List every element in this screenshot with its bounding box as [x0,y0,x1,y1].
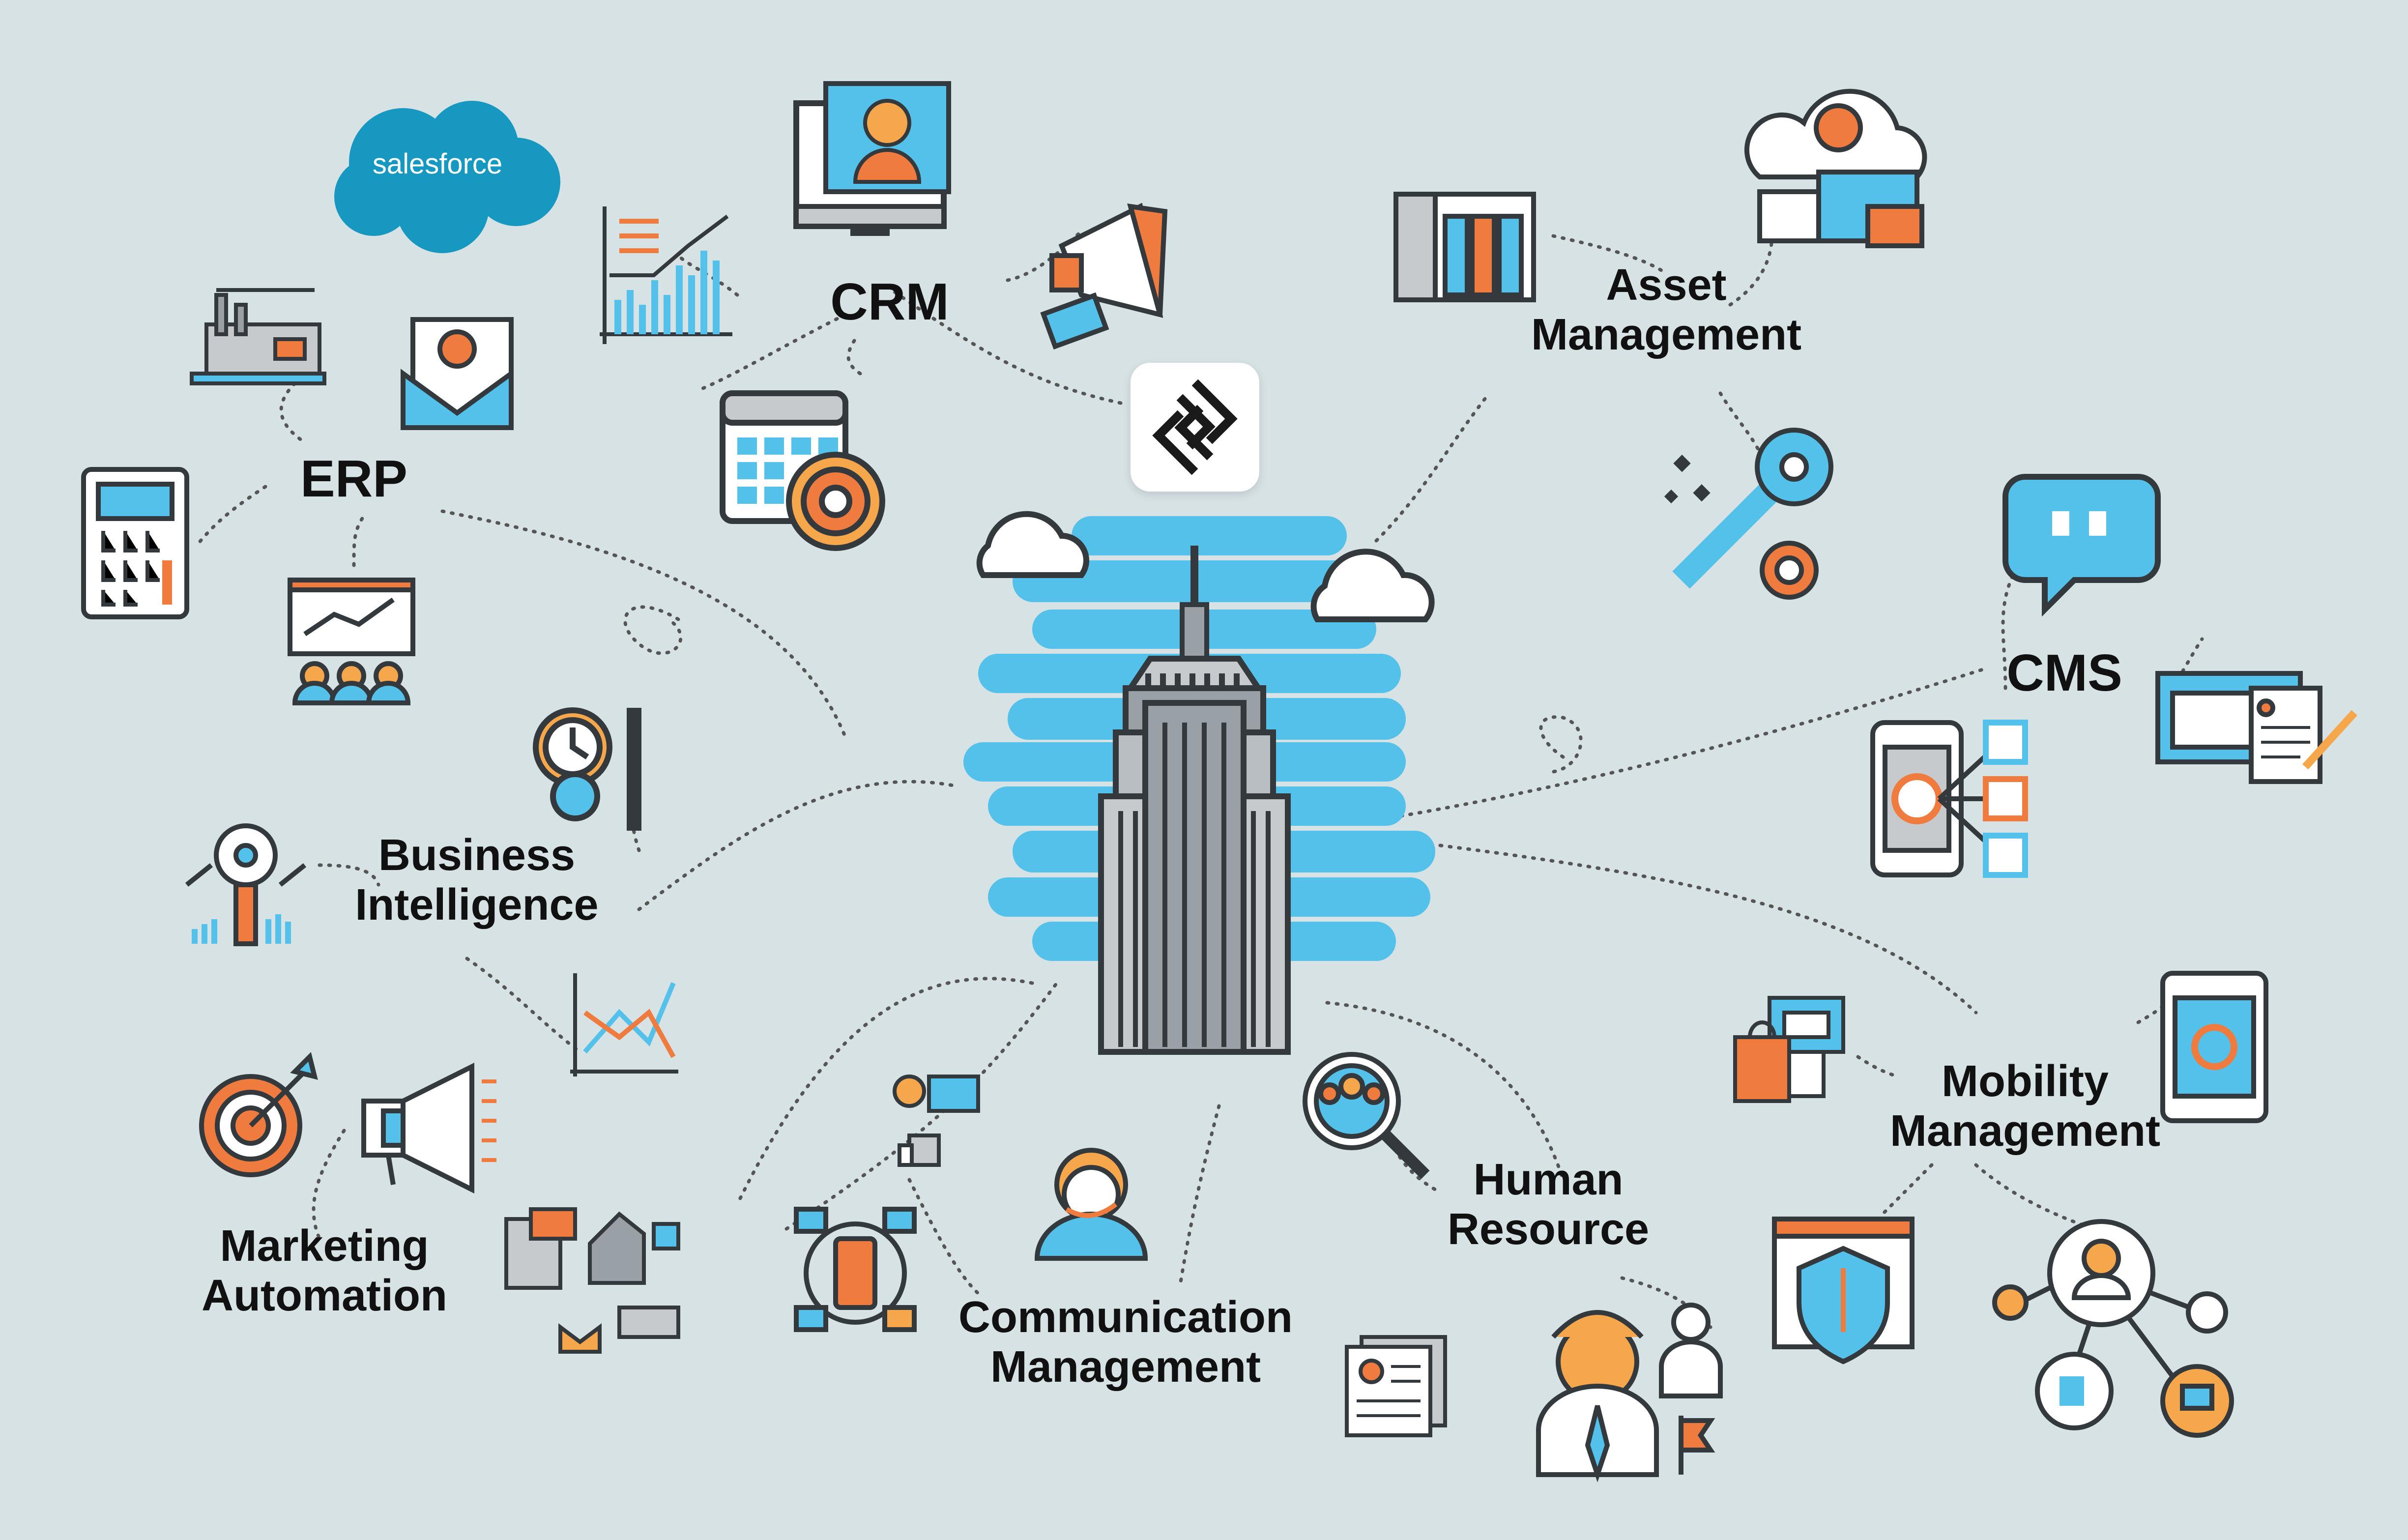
calculator-icon [81,467,189,619]
cloud-devices-icon [1744,88,1927,248]
connector-lines [195,175,2204,1329]
businessman-icon [1536,1303,1723,1482]
data-analysis-icon [185,823,307,946]
id-cards-icon [1345,1335,1447,1437]
line-chart-icon [570,973,678,1076]
cloud-icon [976,511,1435,622]
shopping-bags-icon [1733,996,1845,1103]
platform-logo-mark [1152,379,1238,475]
platform-logo-tile [1131,363,1259,492]
quote-bubble-icon [2002,474,2161,617]
label-business-intelligence: Business Intelligence [355,831,599,930]
presentation-icon [288,578,415,705]
marketing-collage-icon [504,1207,680,1354]
megaphone-icon [1040,203,1168,350]
clock-wrench-icon [533,707,641,831]
key-gear-icon [1664,428,1833,600]
label-communication-management: Communication Management [958,1293,1293,1392]
email-settings-icon [401,317,514,430]
skyscraper-icon [963,511,1435,1055]
salesforce-wordmark: salesforce [372,148,503,180]
browser-document-icon [2155,671,2357,784]
label-crm: CRM [830,273,949,331]
label-asset-management: Asset Management [1531,261,1802,359]
social-network-icon [1992,1219,2234,1438]
salesforce-logo-icon [334,101,560,253]
marketing-megaphone-icon [361,1062,496,1194]
security-payment-icon [1772,1217,1915,1365]
label-human-resource: Human Resource [1447,1155,1650,1254]
team-search-icon [1303,1052,1430,1179]
mobile-email-icon [2160,971,2268,1123]
calendar-gear-icon [720,390,885,551]
crm-monitor-icon [793,81,951,236]
mobile-network-icon [1870,720,2028,878]
label-erp: ERP [300,450,407,508]
communication-hub-icon [794,1207,917,1332]
label-mobility-management: Mobility Management [1889,1057,2161,1156]
support-agent-icon [1034,1148,1148,1261]
label-cms: CMS [2006,644,2122,702]
chat-thumbs-icon [893,1075,980,1167]
factory-icon [190,288,326,385]
label-marketing-automation: Marketing Automation [202,1221,447,1320]
growth-chart-icon [600,206,732,344]
server-rack-icon [1393,192,1536,302]
target-icon [199,1052,318,1177]
